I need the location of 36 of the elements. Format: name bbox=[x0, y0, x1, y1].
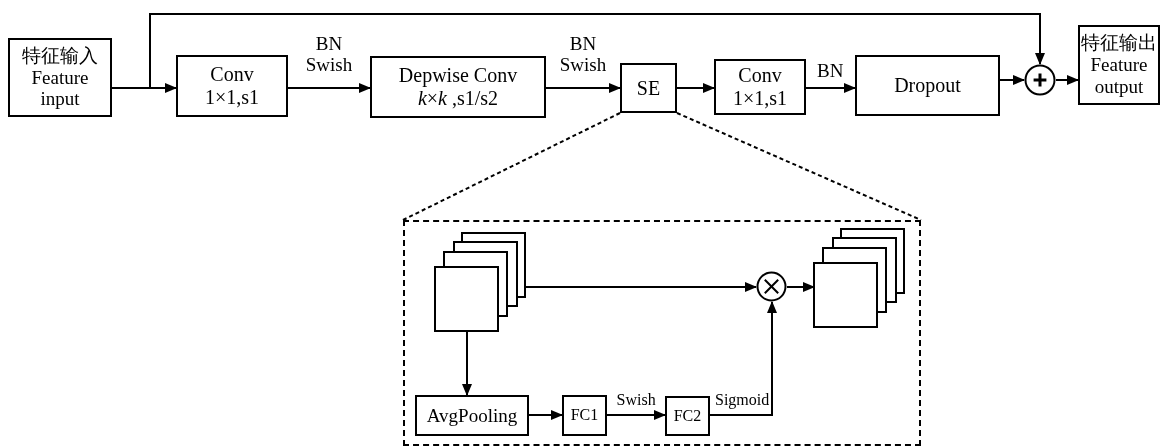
process-box bbox=[562, 395, 607, 436]
arrow bbox=[709, 301, 777, 416]
node-text: FC2 bbox=[673, 406, 702, 426]
node-text: Feature input bbox=[30, 66, 90, 111]
arrow bbox=[287, 83, 371, 93]
arrow bbox=[1055, 75, 1079, 85]
zoom-line bbox=[402, 112, 621, 221]
node-text: 特征输入 bbox=[21, 44, 99, 67]
arrow bbox=[606, 410, 666, 420]
se-box bbox=[620, 63, 677, 113]
node-text: AvgPooling bbox=[426, 404, 518, 427]
node-text: Feature output bbox=[1089, 54, 1149, 98]
dropout-box bbox=[855, 55, 1000, 116]
process-box bbox=[176, 55, 288, 117]
node-text: FC1 bbox=[570, 406, 599, 425]
process-box bbox=[665, 396, 710, 436]
arrow bbox=[805, 83, 856, 93]
output-box bbox=[1078, 25, 1160, 105]
node-text: Depwise Conv k×k ,s1/s2 bbox=[397, 64, 519, 110]
node-text: 特征输出 bbox=[1080, 32, 1158, 55]
node-text: Conv 1×1,s1 bbox=[731, 64, 789, 110]
edge-label: Sigmoid bbox=[713, 391, 772, 409]
input-box bbox=[8, 38, 112, 117]
arrow bbox=[545, 83, 621, 93]
process-box bbox=[370, 56, 546, 118]
node-text: Dropout bbox=[894, 74, 961, 97]
arrow bbox=[676, 83, 715, 93]
arrow bbox=[528, 410, 563, 420]
process-box bbox=[415, 395, 529, 436]
arrow bbox=[462, 331, 472, 396]
node-text: Conv 1×1,s1 bbox=[203, 63, 261, 109]
arrow bbox=[786, 282, 815, 292]
arrow bbox=[999, 75, 1025, 85]
process-box bbox=[714, 59, 806, 115]
zoom-frame bbox=[403, 220, 921, 446]
node-text: SE bbox=[636, 76, 661, 100]
